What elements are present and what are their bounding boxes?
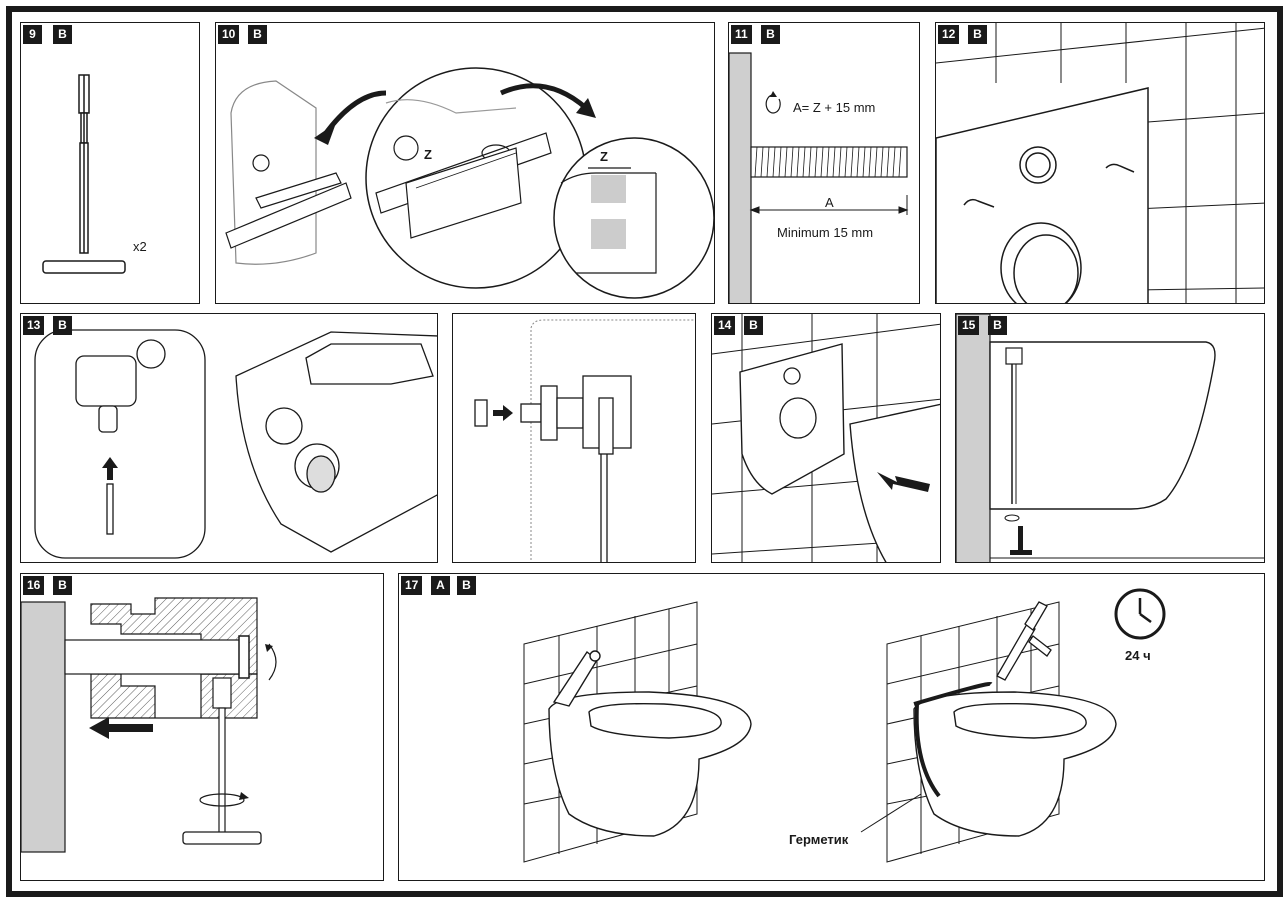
wait-time-label: 24 ч [1125,648,1151,663]
fixing-nut-cross-section-illustration [21,597,277,853]
badge-b: B [761,25,780,44]
z-label-detail: Z [600,149,608,164]
badge-b: B [53,316,72,335]
sealant-label: Герметик [789,832,849,847]
step-9-panel: 9 B x2 [20,22,200,304]
measure-depth-illustration [225,67,714,299]
step-number: 15 [958,316,980,335]
rotate-arrow-icon [199,792,249,807]
step-number: 10 [218,25,240,44]
badge-b: B [744,316,763,335]
step-number: 12 [938,25,960,44]
push-arrow-icon [89,717,153,739]
badge-b: B [988,316,1007,335]
step-13-connector-panel [452,313,696,563]
badge-b: B [248,25,267,44]
step-14-panel: 14 B [711,313,941,563]
step-number: 9 [23,25,42,44]
quantity-label: x2 [133,239,147,254]
badge-b: B [53,576,72,595]
step-16-panel: 16 B [20,573,384,881]
tighten-bowl-nut-illustration [956,314,1264,562]
step-11-panel: 11 B A= Z + 15 mm [728,22,920,304]
mount-plate-on-wall-illustration [936,23,1264,303]
t-handle-rod-illustration [42,74,126,274]
step-number: 14 [714,316,736,335]
push-arrow-icon [102,457,118,480]
instruction-sheet-frame [6,6,1283,897]
badge-b: B [968,25,987,44]
rotate-arrow-icon [765,91,781,114]
threaded-rod-length-illustration [729,52,909,303]
minimum-length-label: Minimum 15 mm [777,225,874,240]
step-number: 11 [731,25,752,44]
rotate-arrow-icon [1004,514,1020,522]
step-17-panel: 17 A B [398,573,1265,881]
step-number: 17 [401,576,423,595]
step-10-panel: 10 B [215,22,715,304]
step-number: 13 [23,316,45,335]
z-label-zoom: Z [424,147,432,162]
step-number: 16 [23,576,45,595]
step-15-panel: 15 B [955,313,1265,563]
push-arrow-icon [877,472,930,492]
curved-arrow-icon [265,643,277,681]
sealant-application-illustration [523,588,1166,863]
step-13-panel: 13 B [20,313,438,563]
clock-icon [1114,588,1166,640]
badge-b: B [457,576,476,595]
hang-bowl-illustration [712,314,940,562]
push-arrow-icon [493,405,513,421]
bowl-fitting-illustration [34,329,437,559]
step-12-panel: 12 B [935,22,1265,304]
connector-push-illustration [474,319,695,562]
length-formula: A= Z + 15 mm [793,100,876,115]
dimension-a-label: A [825,195,834,210]
badge-a: A [431,576,450,595]
badge-b: B [53,25,72,44]
